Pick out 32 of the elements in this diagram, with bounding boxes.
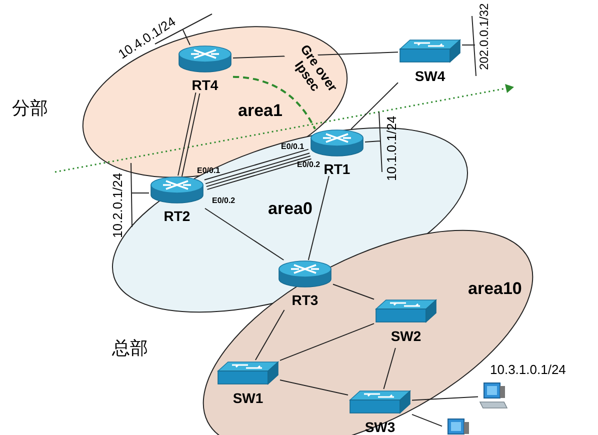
link-line — [280, 380, 348, 396]
link-line — [204, 208, 284, 260]
site-label: 分部 — [12, 100, 48, 118]
site-label: 总部 — [112, 340, 148, 358]
device-label: RT2 — [162, 208, 192, 224]
address-label: 10.3.1.0.1/24 — [490, 363, 566, 376]
address-label: 202.0.0.1/32 — [478, 3, 490, 70]
interface-label: E0/0.2 — [297, 161, 320, 169]
link-line — [383, 348, 396, 390]
link-line — [206, 156, 312, 190]
device-label: SW4 — [414, 68, 446, 84]
link-line — [254, 310, 285, 360]
link-line — [350, 82, 398, 130]
area-label: area1 — [238, 102, 282, 119]
interface-label: E0/0.2 — [212, 197, 236, 205]
device-label: SW2 — [390, 328, 422, 344]
link-line — [412, 414, 442, 427]
tunnel-line — [232, 76, 316, 130]
area-label: area10 — [468, 280, 522, 297]
device-label: SW1 — [232, 390, 264, 406]
interface-label: E0/0.1 — [281, 143, 304, 151]
device-label: RT3 — [290, 292, 320, 308]
address-label: 10.1.0.1/24 — [385, 116, 398, 181]
link-line — [308, 176, 330, 260]
device-label: RT4 — [190, 77, 220, 93]
link-line — [204, 148, 310, 184]
link-line — [332, 284, 374, 300]
address-label: 10.2.0.1/24 — [111, 172, 124, 238]
area-label: area0 — [268, 200, 312, 217]
link-line — [178, 92, 200, 177]
link-line — [280, 323, 374, 361]
link-line — [412, 396, 478, 401]
